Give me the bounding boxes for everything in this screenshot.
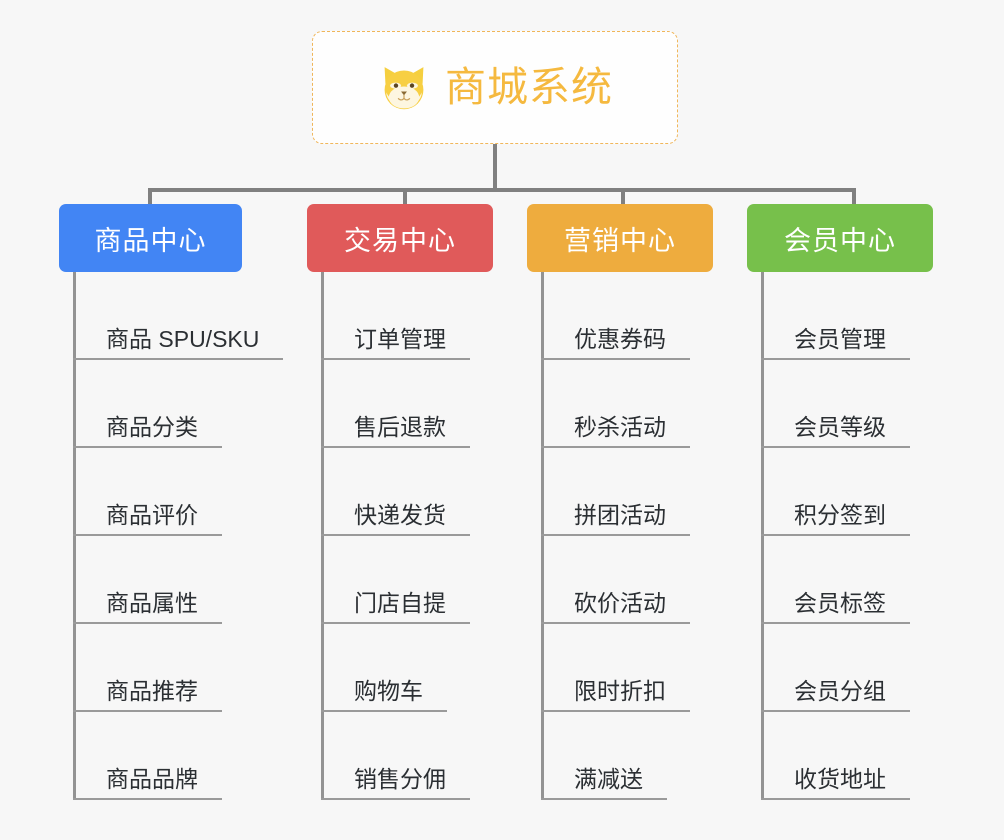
connector-drop-product-center	[148, 188, 152, 208]
leaf-item-label: 商品分类	[73, 416, 222, 448]
root-title: 商城系统	[445, 64, 613, 110]
category-header-marketing-center[interactable]: 营销中心	[527, 204, 713, 272]
leaf-item[interactable]: 会员分组	[761, 624, 910, 712]
connector-drop-marketing-center	[621, 188, 625, 208]
connector-drop-trade-center	[403, 188, 407, 208]
category-header-label: 会员中心	[784, 225, 896, 256]
leaf-item[interactable]: 限时折扣	[541, 624, 690, 712]
leaf-item[interactable]: 商品属性	[73, 536, 283, 624]
column-spine-member-center	[761, 272, 764, 800]
leaf-item[interactable]: 会员等级	[761, 360, 910, 448]
leaf-item[interactable]: 优惠券码	[541, 272, 690, 360]
category-column-trade-center: 交易中心订单管理售后退款快递发货门店自提购物车销售分佣	[307, 204, 493, 800]
leaf-item-label: 收货地址	[761, 768, 910, 800]
leaf-item-label: 商品属性	[73, 592, 222, 624]
shiba-dog-face-icon	[384, 66, 424, 109]
leaf-item-label: 会员等级	[761, 416, 910, 448]
connector-root-stem	[493, 144, 497, 190]
leaf-item-label: 会员管理	[761, 328, 910, 360]
leaf-item[interactable]: 商品 SPU/SKU	[73, 272, 284, 360]
leaf-item-label: 限时折扣	[541, 680, 690, 712]
leaf-item[interactable]: 购物车	[321, 624, 470, 712]
leaf-item-label: 销售分佣	[321, 768, 470, 800]
leaf-item[interactable]: 收货地址	[761, 712, 910, 800]
leaf-item-label: 商品品牌	[73, 768, 222, 800]
category-column-marketing-center: 营销中心优惠券码秒杀活动拼团活动砍价活动限时折扣满减送	[527, 204, 713, 800]
category-header-product-center[interactable]: 商品中心	[59, 204, 242, 272]
leaf-item[interactable]: 积分签到	[761, 448, 910, 536]
leaf-item[interactable]: 销售分佣	[321, 712, 470, 800]
leaf-item-label: 会员标签	[761, 592, 910, 624]
column-spine-product-center	[73, 272, 76, 800]
leaf-item[interactable]: 商品评价	[73, 448, 283, 536]
leaf-item[interactable]: 拼团活动	[541, 448, 690, 536]
category-header-label: 营销中心	[564, 225, 676, 256]
leaf-item[interactable]: 秒杀活动	[541, 360, 690, 448]
leaf-item-label: 快递发货	[321, 504, 470, 536]
category-header-trade-center[interactable]: 交易中心	[307, 204, 493, 272]
leaf-item[interactable]: 商品分类	[73, 360, 283, 448]
leaf-item-label: 购物车	[321, 680, 447, 712]
leaf-item-label: 满减送	[541, 768, 667, 800]
leaf-item-label: 订单管理	[321, 328, 470, 360]
leaf-item[interactable]: 售后退款	[321, 360, 470, 448]
leaf-item[interactable]: 满减送	[541, 712, 690, 800]
leaf-item[interactable]: 快递发货	[321, 448, 470, 536]
category-header-label: 交易中心	[344, 225, 456, 256]
leaf-item-label: 优惠券码	[541, 328, 690, 360]
leaf-item-label: 售后退款	[321, 416, 470, 448]
leaf-item[interactable]: 商品品牌	[73, 712, 283, 800]
category-column-product-center: 商品中心商品 SPU/SKU 商品分类商品评价商品属性商品推荐商品品牌	[59, 204, 284, 800]
root-node[interactable]: 商城系统	[312, 31, 678, 144]
leaf-item[interactable]: 会员管理	[761, 272, 910, 360]
column-spine-marketing-center	[541, 272, 544, 800]
leaf-item[interactable]: 订单管理	[321, 272, 470, 360]
leaf-list-trade-center: 订单管理售后退款快递发货门店自提购物车销售分佣	[321, 272, 470, 800]
leaf-item-label: 拼团活动	[541, 504, 690, 536]
category-header-member-center[interactable]: 会员中心	[747, 204, 933, 272]
connector-drop-member-center	[852, 188, 856, 208]
leaf-list-member-center: 会员管理会员等级积分签到会员标签会员分组收货地址	[761, 272, 910, 800]
leaf-item-label: 商品评价	[73, 504, 222, 536]
leaf-item-label: 商品推荐	[73, 680, 222, 712]
category-column-member-center: 会员中心会员管理会员等级积分签到会员标签会员分组收货地址	[747, 204, 933, 800]
leaf-item[interactable]: 商品推荐	[73, 624, 283, 712]
leaf-item-label: 砍价活动	[541, 592, 690, 624]
leaf-item[interactable]: 砍价活动	[541, 536, 690, 624]
leaf-list-marketing-center: 优惠券码秒杀活动拼团活动砍价活动限时折扣满减送	[541, 272, 690, 800]
leaf-item-label: 秒杀活动	[541, 416, 690, 448]
leaf-item[interactable]: 门店自提	[321, 536, 470, 624]
leaf-list-product-center: 商品 SPU/SKU 商品分类商品评价商品属性商品推荐商品品牌	[73, 272, 284, 800]
connector-horizontal-bus	[148, 188, 856, 192]
leaf-item-label: 门店自提	[321, 592, 470, 624]
leaf-item[interactable]: 会员标签	[761, 536, 910, 624]
category-header-label: 商品中心	[94, 225, 207, 256]
column-spine-trade-center	[321, 272, 324, 800]
leaf-item-label: 会员分组	[761, 680, 910, 712]
leaf-item-label: 商品 SPU/SKU	[73, 328, 284, 360]
leaf-item-label: 积分签到	[761, 504, 910, 536]
